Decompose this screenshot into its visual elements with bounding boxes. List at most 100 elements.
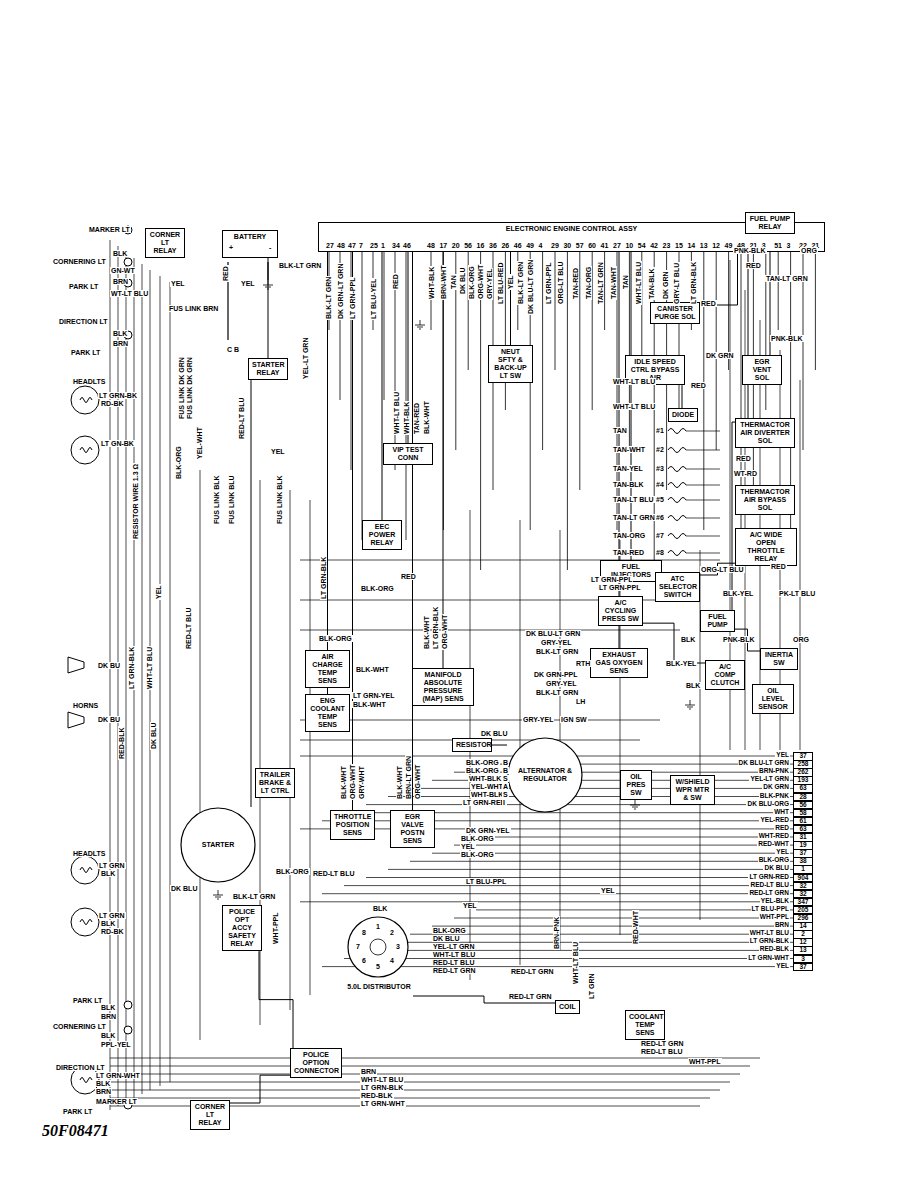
pin-number: 27 xyxy=(612,242,622,249)
wire xyxy=(454,845,793,846)
wire-label: TAN-ORG xyxy=(612,532,646,539)
component-box: TRAILER BRAKE & LT CTRL xyxy=(255,768,295,798)
wire xyxy=(300,720,660,721)
wire-label: MARKER LT xyxy=(88,226,131,233)
wire-label: TAN-WHT xyxy=(612,446,646,453)
wire-label: TAN-WHT xyxy=(610,266,617,300)
component-box: ENG COOLANT TEMP SENS xyxy=(305,694,350,732)
wire-label: LT GRN-WHT xyxy=(747,955,790,962)
horn-symbol xyxy=(68,712,84,728)
wire-label: YEL xyxy=(270,448,286,455)
component-box: ATC SELECTOR SWITCH xyxy=(655,572,700,602)
pin-number: 1 xyxy=(380,242,386,249)
wire xyxy=(362,252,363,540)
wire xyxy=(300,630,680,631)
wire-label: B xyxy=(502,759,509,766)
pin-number: 16 xyxy=(476,242,486,249)
component-box: FUEL PUMP RELAY xyxy=(745,212,795,234)
wire-label: LT GN-BK xyxy=(100,440,135,447)
component-box: DIODE xyxy=(668,408,698,422)
node-label: TRAILER BRAKE & LT CTRL xyxy=(259,771,291,795)
injector-coil xyxy=(668,551,686,556)
wire-label: ORG-WHT xyxy=(349,764,356,800)
wire-label: RED-LT BLU xyxy=(749,882,790,889)
wire-label: GRY-YEL xyxy=(545,680,577,687)
wire xyxy=(415,325,425,326)
wire-label: RESISTOR WIRE 1.3 Ω xyxy=(132,463,139,540)
wire-label: TAN-LT BLU xyxy=(612,496,655,503)
wire xyxy=(110,1098,710,1099)
wire-label: BLK-LT GRN xyxy=(535,689,579,696)
wire xyxy=(685,705,695,706)
wire-label: BLK xyxy=(680,636,696,643)
wire-label: GN-WT xyxy=(110,267,136,274)
wire-label: BLK xyxy=(100,870,116,877)
wire-label: BLK-WHT xyxy=(396,765,403,800)
wire xyxy=(454,918,793,919)
wire-label: DK GRN-YEL xyxy=(465,827,511,834)
wire-label: RED xyxy=(690,382,707,389)
wire-label: LT GRN-BLK xyxy=(749,938,790,945)
wire-connector xyxy=(230,1075,290,1103)
wire-label: TAN-ORG xyxy=(585,266,592,300)
wire-label: ORG-WHT xyxy=(414,764,421,800)
wire-label: ORG-LT BLU xyxy=(700,566,745,573)
wire xyxy=(687,707,693,708)
wire xyxy=(410,861,793,862)
wire-label: CORNERING LT xyxy=(52,258,107,265)
wire-label: GRY-YEL xyxy=(522,716,554,723)
wire-label: WHT-PPL xyxy=(759,914,790,921)
wire-connector xyxy=(268,258,269,358)
wire-label: FUS LINK BLU xyxy=(228,474,235,525)
wire xyxy=(406,252,407,540)
wire xyxy=(118,246,119,1106)
wire-label: LT GRN-WHT xyxy=(360,1100,406,1107)
wire-label: DK GRN xyxy=(662,270,669,300)
wire-label: WHT-LT BLU xyxy=(612,378,656,385)
lamp-symbol xyxy=(124,258,132,266)
node-label: THROTTLE POSITION SENS xyxy=(334,813,371,837)
wire-label: WHT-LT BLU xyxy=(432,951,476,958)
wire-label: BLK-PNK xyxy=(759,793,790,800)
wire-label: ORG xyxy=(792,636,810,643)
wire-label: #8 xyxy=(655,549,665,556)
wire-label: RED-LT BLU xyxy=(238,397,245,440)
pin-number: 49 xyxy=(724,242,734,249)
pin-number: 25 xyxy=(369,242,379,249)
pin-number: 60 xyxy=(587,242,597,249)
wire xyxy=(110,1074,740,1075)
wire-label: RED-LT BLU xyxy=(640,1048,683,1055)
wire xyxy=(476,837,793,838)
component-circle: ALTERNATOR & REGULATOR xyxy=(507,737,583,813)
wire-label: LT GRN-BLK xyxy=(128,646,135,690)
lamp-symbol xyxy=(71,436,99,464)
wire-label: 5 xyxy=(375,963,381,970)
wire-label: DK BLU xyxy=(763,865,790,872)
node-label: THERMACTOR AIR DIVERTER SOL xyxy=(739,421,791,445)
wire-label: TAN-LT GRN xyxy=(765,275,809,282)
wire xyxy=(716,252,717,450)
wire xyxy=(634,809,636,810)
wire-label: BLK-ORG xyxy=(460,851,495,858)
pin-number: 54 xyxy=(637,242,647,249)
wire-label: RED xyxy=(745,262,762,269)
component-box: CANISTER PURGE SOL xyxy=(650,302,700,324)
node-label: COOLANT TEMP SENS xyxy=(629,1013,661,1037)
wire xyxy=(432,926,793,927)
wire-label: BLK xyxy=(112,330,128,337)
component-circle: STARTER xyxy=(180,807,256,883)
pin-number: 10 xyxy=(624,242,634,249)
pin-number: 46 xyxy=(513,242,523,249)
injector-coil xyxy=(668,498,686,503)
wire-label: BRN xyxy=(95,1088,112,1095)
component-box: EGR VENT SOL xyxy=(742,355,782,385)
node-label: ENG COOLANT TEMP SENS xyxy=(309,697,346,729)
component-box: CORNER LT RELAY xyxy=(145,228,185,258)
wire-label: RED xyxy=(700,300,717,307)
wire xyxy=(142,264,143,1094)
wire-label: + xyxy=(228,244,234,251)
wire-label: #4 xyxy=(655,481,665,488)
wire-label: DK BLU xyxy=(432,935,460,942)
wire-label: PNK-BLK xyxy=(770,335,804,342)
